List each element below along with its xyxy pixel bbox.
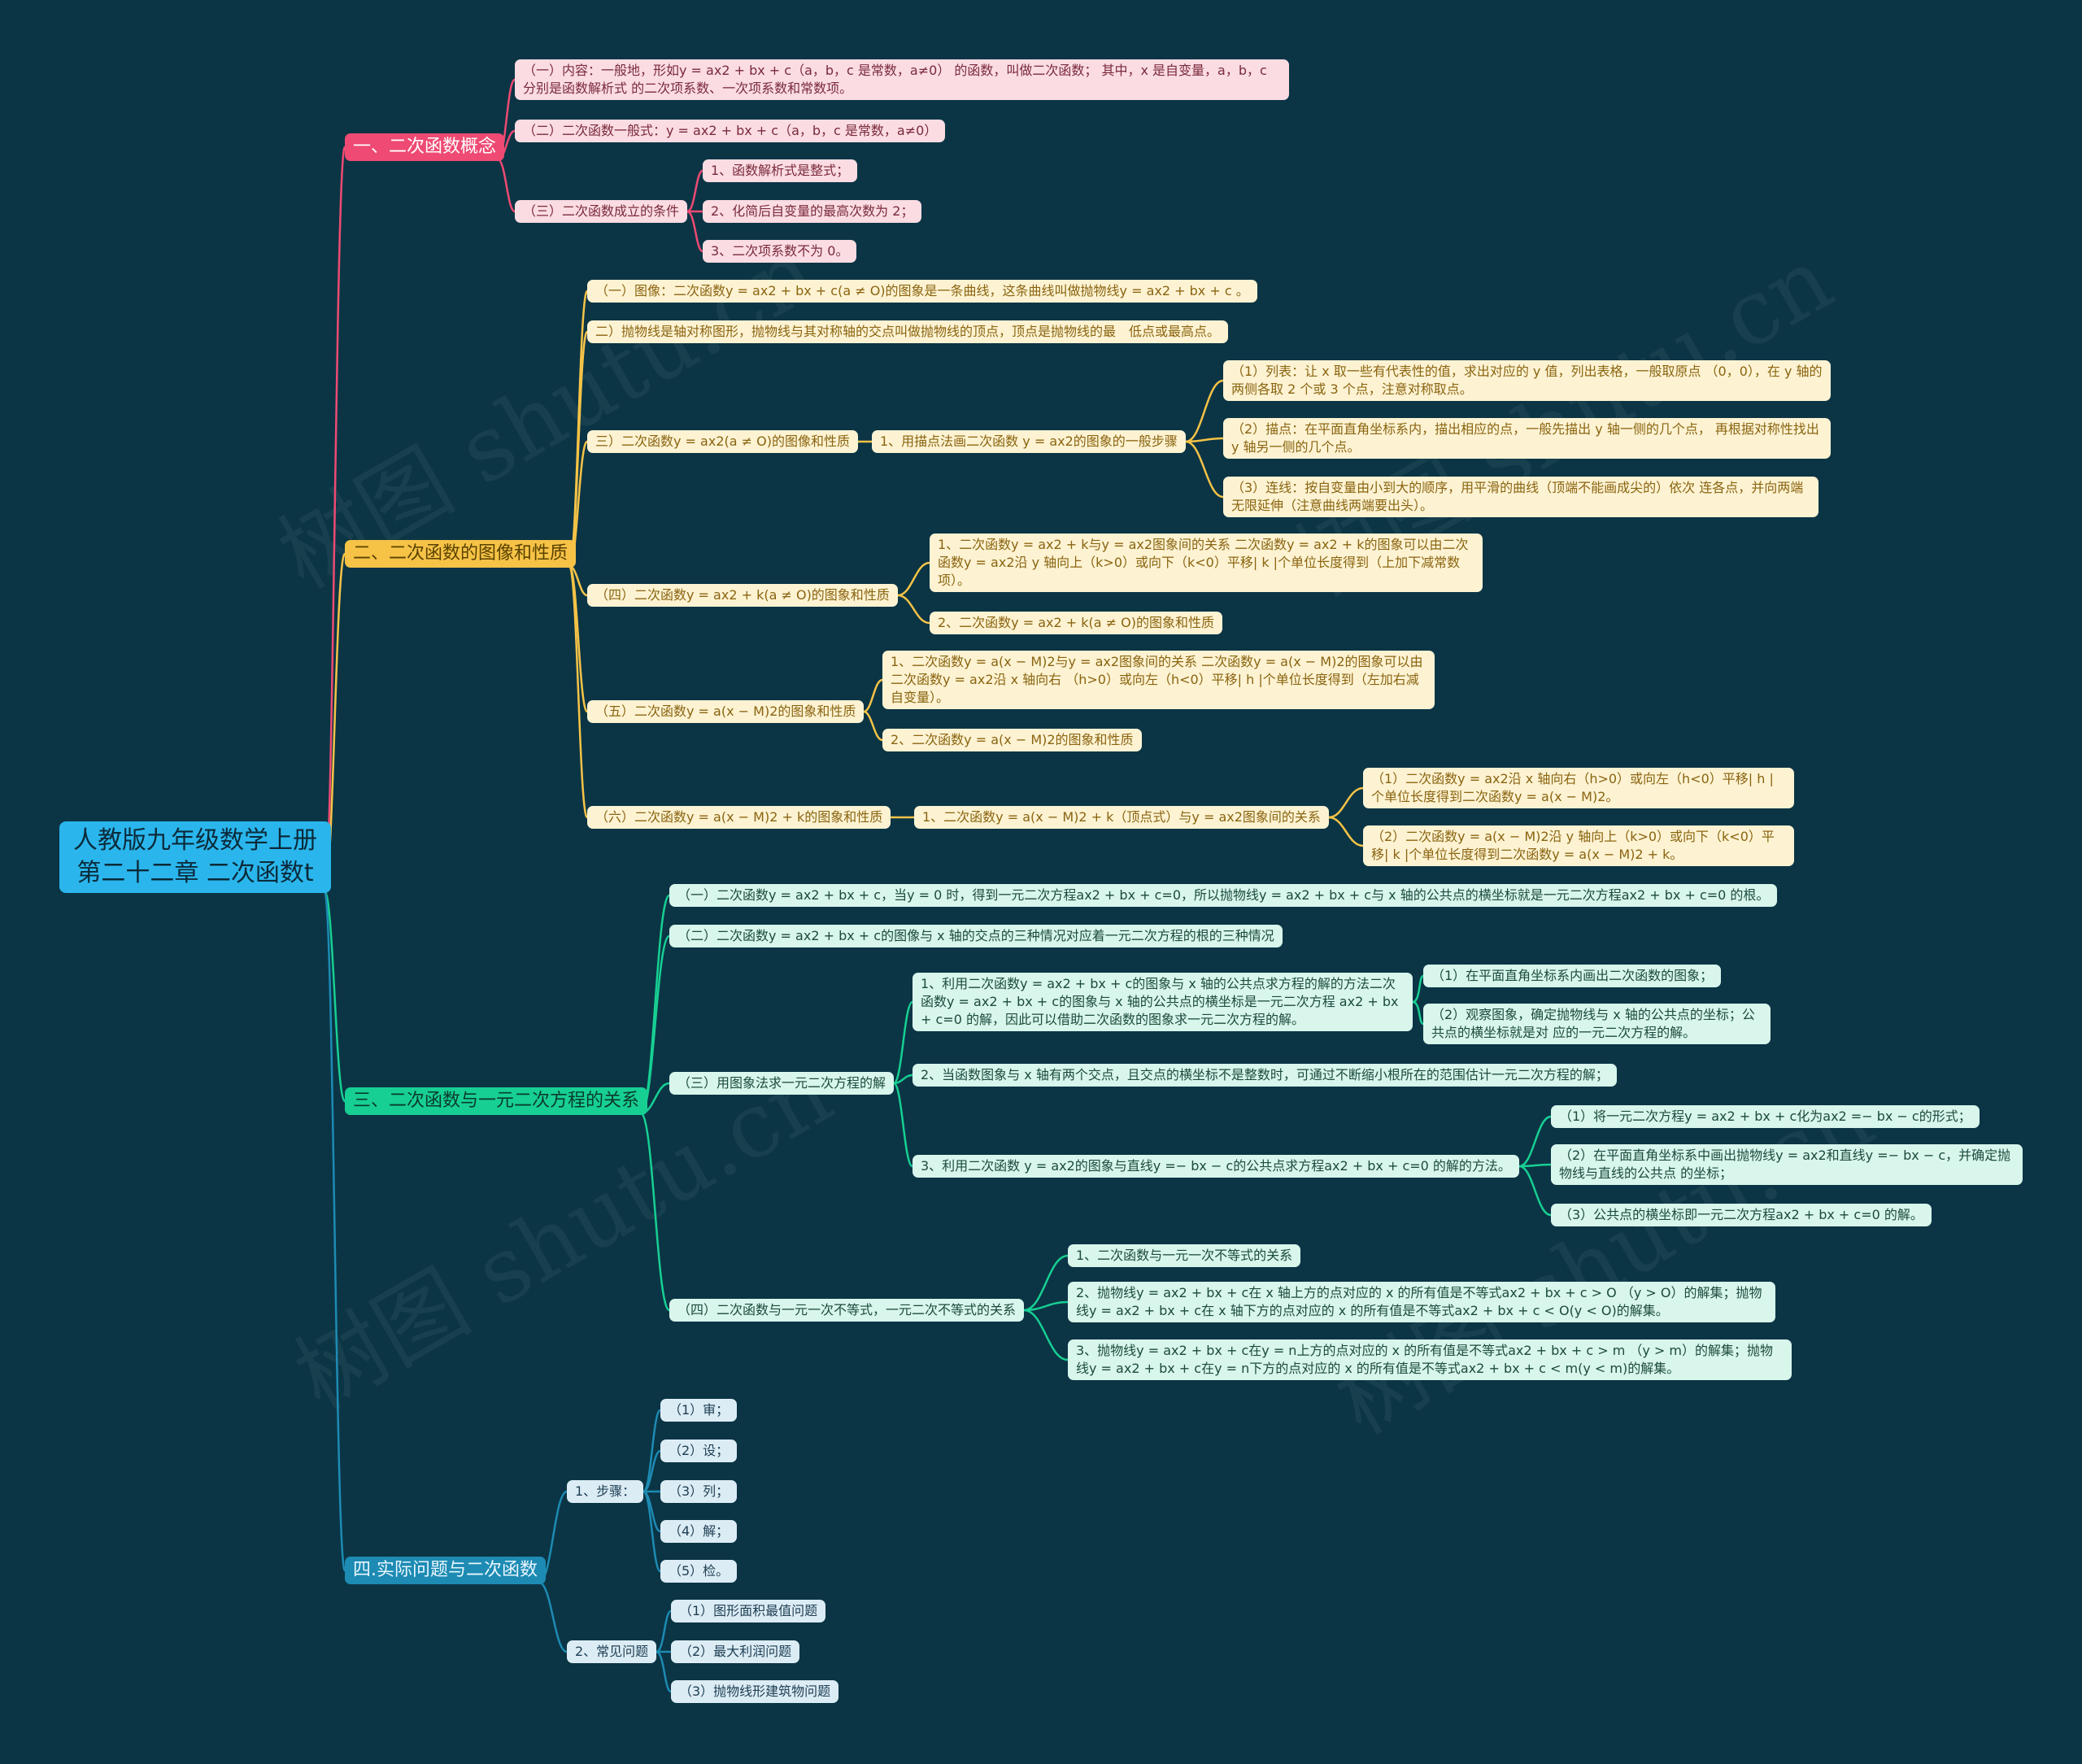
- b3-item-4[interactable]: （四）二次函数与一元一次不等式，一元二次不等式的关系: [669, 1299, 1025, 1322]
- b1-item-1[interactable]: （一）内容：一般地，形如y = ax2 + bx + c（a，b，c 是常数，a…: [515, 59, 1289, 100]
- b2-item-6-1-2[interactable]: （2）二次函数y = a(x − M)2沿 y 轴向上（k>0）或向下（k<0）…: [1363, 825, 1794, 866]
- b2-item-6[interactable]: （六）二次函数y = a(x − M)2 + k的图象和性质: [587, 806, 891, 829]
- b3-item-3-3-2[interactable]: （2）在平面直角坐标系中画出抛物线y = ax2和直线y =− bx − c，并…: [1551, 1144, 2023, 1185]
- b2-item-4[interactable]: （四）二次函数y = ax2 + k(a ≠ O)的图象和性质: [587, 584, 898, 607]
- b2-item-2[interactable]: 二）抛物线是轴对称图形，抛物线与其对称轴的交点叫做抛物线的顶点，顶点是抛物线的最…: [587, 320, 1229, 343]
- b2-item-5-1[interactable]: 1、二次函数y = a(x − M)2与y = ax2图象间的关系 二次函数y …: [882, 651, 1435, 709]
- b3-item-4-1[interactable]: 1、二次函数与一元一次不等式的关系: [1068, 1244, 1301, 1267]
- b4-item-1-2[interactable]: （2）设；: [660, 1440, 738, 1462]
- b4-item-2-3[interactable]: （3）抛物线形建筑物问题: [671, 1680, 839, 1703]
- b4-item-2[interactable]: 2、常见问题: [567, 1640, 657, 1663]
- b3-item-3-3-3[interactable]: （3）公共点的横坐标即一元二次方程ax2 + bx + c=0 的解。: [1551, 1204, 1932, 1226]
- b3-item-1[interactable]: （一）二次函数y = ax2 + bx + c，当y = 0 时，得到一元二次方…: [669, 884, 1778, 907]
- b3-item-3-1-1[interactable]: （1）在平面直角坐标系内画出二次函数的图象；: [1423, 965, 1722, 987]
- b1-item-3[interactable]: （三）二次函数成立的条件: [515, 200, 688, 223]
- b3-item-4-2[interactable]: 2、抛物线y = ax2 + bx + c在 x 轴上方的点对应的 x 的所有值…: [1068, 1282, 1775, 1322]
- b1-item-3-1[interactable]: 1、函数解析式是整式；: [703, 159, 858, 182]
- b4-item-1-5[interactable]: （5）检。: [660, 1560, 738, 1583]
- b3-item-3-3[interactable]: 3、利用二次函数 y = ax2的图象与直线y =− bx − c的公共点求方程…: [913, 1155, 1519, 1178]
- branch-1[interactable]: 一、二次函数概念: [345, 133, 505, 161]
- b2-item-5[interactable]: （五）二次函数y = a(x − M)2的图象和性质: [587, 700, 865, 723]
- b2-item-3-1-3[interactable]: （3）连线：按自变量由小到大的顺序，用平滑的曲线（顶端不能画成尖的）依次 连各点…: [1223, 477, 1818, 517]
- b2-item-6-1-1[interactable]: （1）二次函数y = ax2沿 x 轴向右（h>0）或向左（h<0）平移| h …: [1363, 768, 1794, 808]
- b1-item-2[interactable]: （二）二次函数一般式：y = ax2 + bx + c（a，b，c 是常数，a≠…: [515, 120, 946, 142]
- branch-3[interactable]: 三、二次函数与一元二次方程的关系: [345, 1087, 648, 1115]
- b3-item-4-3[interactable]: 3、抛物线y = ax2 + bx + c在y = n上方的点对应的 x 的所有…: [1068, 1339, 1792, 1380]
- b1-item-3-3[interactable]: 3、二次项系数不为 0。: [703, 240, 857, 263]
- b3-item-3[interactable]: （三）用图象法求一元二次方程的解: [669, 1072, 895, 1095]
- b2-item-4-1[interactable]: 1、二次函数y = ax2 + k与y = ax2图象间的关系 二次函数y = …: [930, 534, 1483, 592]
- root-topic[interactable]: 人教版九年级数学上册第二十二章 二次函数t: [59, 821, 331, 893]
- b2-item-3-1[interactable]: 1、用描点法画二次函数 y = ax2的图象的一般步骤: [872, 430, 1186, 453]
- b2-item-3-1-2[interactable]: （2）描点：在平面直角坐标系内，描出相应的点，一般先描出 y 轴一侧的几个点， …: [1223, 418, 1831, 459]
- b4-item-1-4[interactable]: （4）解；: [660, 1520, 738, 1543]
- b4-item-1-3[interactable]: （3）列；: [660, 1480, 738, 1503]
- branch-2[interactable]: 二、二次函数的图像和性质: [345, 540, 577, 568]
- b2-item-4-2[interactable]: 2、二次函数y = ax2 + k(a ≠ O)的图象和性质: [930, 612, 1222, 634]
- b3-item-3-2[interactable]: 2、当函数图象与 x 轴有两个交点，且交点的横坐标不是整数时，可通过不断缩小根所…: [913, 1064, 1617, 1087]
- b3-item-3-3-1[interactable]: （1）将一元二次方程y = ax2 + bx + c化为ax2 =− bx − …: [1551, 1105, 1980, 1128]
- b1-item-3-2[interactable]: 2、化简后自变量的最高次数为 2；: [703, 200, 922, 223]
- b3-item-3-1-2[interactable]: （2）观察图象，确定抛物线与 x 轴的公共点的坐标；公共点的横坐标就是对 应的一…: [1423, 1004, 1771, 1044]
- b3-item-2[interactable]: （二）二次函数y = ax2 + bx + c的图像与 x 轴的交点的三种情况对…: [669, 925, 1283, 947]
- b4-item-2-1[interactable]: （1）图形面积最值问题: [671, 1600, 826, 1622]
- b2-item-6-1[interactable]: 1、二次函数y = a(x − M)2 + k（顶点式）与y = ax2图象间的…: [914, 806, 1329, 829]
- b2-item-3-1-1[interactable]: （1）列表：让 x 取一些有代表性的值，求出对应的 y 值，列出表格，一般取原点…: [1223, 360, 1831, 401]
- b2-item-1[interactable]: （一）图像：二次函数y = ax2 + bx + c(a ≠ O)的图象是一条曲…: [587, 280, 1257, 303]
- b3-item-3-1[interactable]: 1、利用二次函数y = ax2 + bx + c的图象与 x 轴的公共点求方程的…: [913, 973, 1413, 1031]
- b2-item-5-2[interactable]: 2、二次函数y = a(x − M)2的图象和性质: [882, 729, 1142, 751]
- b2-item-3[interactable]: 三）二次函数y = ax2(a ≠ O)的图像和性质: [587, 430, 858, 453]
- branch-4[interactable]: 四.实际问题与二次函数: [345, 1557, 546, 1584]
- b4-item-1[interactable]: 1、步骤：: [567, 1480, 644, 1503]
- b4-item-2-2[interactable]: （2）最大利润问题: [671, 1640, 800, 1663]
- b4-item-1-1[interactable]: （1）审；: [660, 1399, 738, 1422]
